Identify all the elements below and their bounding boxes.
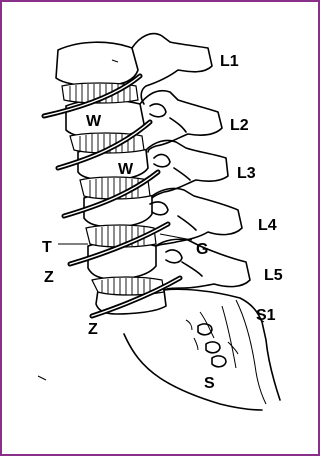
label-z-upper: Z (44, 269, 54, 286)
label-s: S (204, 375, 215, 392)
label-l1: L1 (220, 53, 239, 70)
label-z-lower: Z (88, 321, 98, 338)
label-t: T (42, 239, 52, 256)
posterior-element-l3 (146, 140, 228, 198)
label-l2: L2 (230, 117, 249, 134)
label-s1: S1 (256, 307, 276, 324)
label-w-lower: W (118, 161, 134, 178)
posterior-element-l4 (152, 188, 242, 246)
label-w-upper: W (86, 113, 102, 130)
sacral-foramen (212, 356, 226, 367)
vertebral-body-l1 (56, 42, 138, 86)
label-l4: L4 (258, 217, 277, 234)
sacral-foramen (206, 342, 220, 353)
label-g: G (196, 241, 208, 258)
label-l3: L3 (237, 165, 256, 182)
label-l5: L5 (264, 267, 283, 284)
